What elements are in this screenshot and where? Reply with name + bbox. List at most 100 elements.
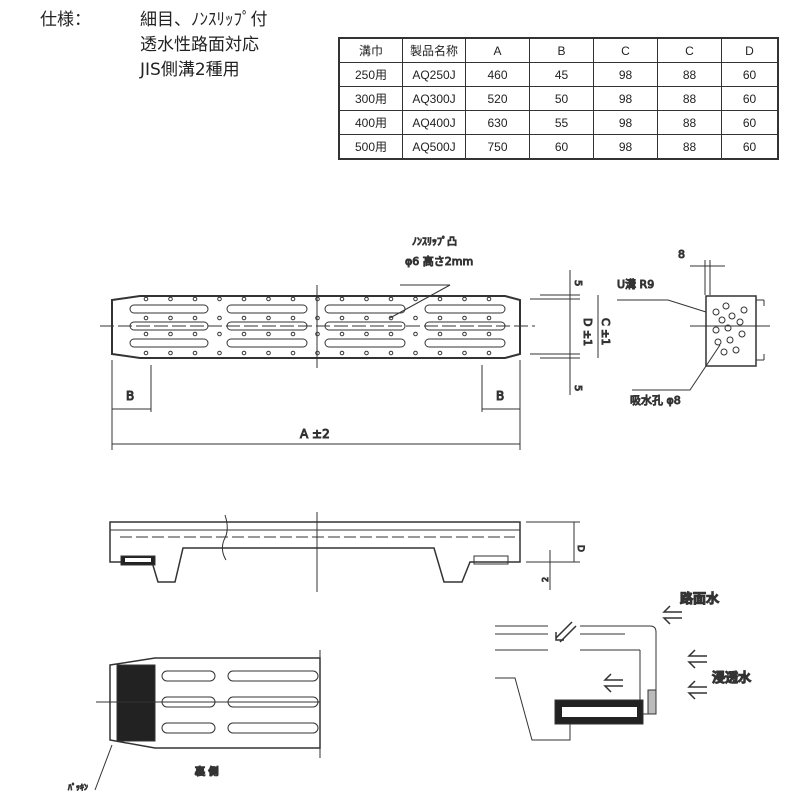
cell: 60	[529, 134, 594, 160]
seep-water-label: 浸透水	[712, 670, 752, 686]
nonslip-bump	[339, 296, 345, 302]
slot	[226, 338, 308, 348]
nonslip-bump	[168, 315, 173, 321]
slot	[129, 321, 209, 331]
dim-5-top: 5	[572, 280, 583, 286]
spec-line: 透水性路面対応	[140, 35, 259, 55]
slot	[226, 321, 308, 331]
nonslip-bump	[437, 331, 443, 337]
nonslip-bump	[462, 331, 467, 337]
nonslip-bump	[266, 296, 271, 302]
dim-b-left: B	[126, 389, 134, 403]
nonslip-bump	[364, 331, 369, 337]
slot	[227, 670, 319, 682]
slot	[129, 338, 209, 348]
back-side-view	[94, 650, 321, 791]
cell: 98	[593, 86, 658, 111]
nonslip-bump	[192, 315, 198, 321]
nonslip-bump	[290, 350, 296, 356]
nonslip-bump	[462, 296, 467, 302]
absorb-hole-label: 吸水孔 φ8	[630, 394, 681, 407]
nonslip-bump	[437, 315, 443, 321]
slot	[424, 321, 506, 331]
dimension-lines	[111, 360, 521, 450]
absorb-hole	[724, 324, 732, 332]
nonslip-bump	[364, 315, 369, 321]
nonslip-bump	[217, 315, 222, 321]
absorb-hole	[732, 346, 740, 354]
slot	[324, 304, 406, 314]
nonslip-bump	[266, 350, 271, 356]
cell: 88	[657, 110, 722, 135]
back-side-label: 裏 側	[194, 765, 218, 778]
nonslip-bump	[339, 331, 345, 337]
nonslip-bump	[168, 296, 173, 302]
absorb-hole	[740, 306, 748, 314]
packing-label: ﾊﾟｯｷﾝ	[68, 783, 88, 792]
nonslip-bump	[217, 296, 222, 302]
cell: AQ250J	[402, 62, 466, 87]
cell: 98	[593, 134, 658, 160]
dim-d: D ±1	[581, 318, 594, 346]
arrow-icon	[603, 605, 707, 700]
nonslip-bump	[143, 296, 149, 302]
nonslip-bump	[315, 315, 320, 321]
absorb-hole	[720, 348, 728, 356]
table-header-row: 溝巾 製品名称 A B C C D	[338, 37, 779, 63]
cell: 60	[721, 110, 779, 135]
slot	[324, 321, 406, 331]
cell: 45	[529, 62, 594, 87]
slot	[129, 304, 209, 314]
cell: 300用	[338, 86, 403, 111]
nonslip-bump	[437, 350, 443, 356]
nonslip-bump	[388, 350, 394, 356]
nonslip-bump	[388, 296, 394, 302]
nonslip-bump	[290, 331, 296, 337]
cell: 88	[657, 134, 722, 160]
nonslip-bump	[339, 315, 345, 321]
nonslip-bump	[388, 331, 394, 337]
nonslip-bump	[192, 331, 198, 337]
nonslip-bump	[241, 350, 247, 356]
dim-8: 8	[678, 248, 685, 261]
absorb-hole	[714, 338, 722, 346]
slot	[227, 722, 319, 734]
nonslip-bump	[413, 331, 418, 337]
absorb-hole	[738, 330, 746, 338]
slot	[424, 338, 506, 348]
dim-c: C ±1	[599, 318, 612, 345]
elevation-view	[109, 512, 580, 592]
nonslip-bump	[315, 331, 320, 337]
nonslip-bump	[315, 296, 320, 302]
nonslip-bump	[217, 350, 222, 356]
nonslip-bump	[168, 331, 173, 337]
u-groove-label: U溝 R9	[617, 278, 654, 291]
spec-line: 細目、ﾉﾝｽﾘｯﾌﾟ付	[140, 10, 268, 30]
spec-label: 仕様：	[40, 10, 91, 30]
nonslip-bump	[486, 331, 492, 337]
slot	[226, 304, 308, 314]
nonslip-bump	[290, 296, 296, 302]
nonslip-bump	[241, 296, 247, 302]
cell: 500用	[338, 134, 403, 160]
cell: 60	[721, 62, 779, 87]
slot	[424, 304, 506, 314]
cell: 750	[465, 134, 530, 160]
nonslip-bump	[143, 315, 149, 321]
header-cell: 溝巾	[338, 37, 403, 63]
nonslip-bump	[217, 331, 222, 337]
nonslip-bump	[192, 350, 198, 356]
cell: 630	[465, 110, 530, 135]
nonslip-bump	[143, 350, 149, 356]
cell: 88	[657, 62, 722, 87]
nonslip-bump	[486, 296, 492, 302]
slot	[161, 670, 216, 682]
absorb-hole	[712, 326, 720, 334]
cell: 88	[657, 86, 722, 111]
absorb-hole	[722, 302, 730, 310]
